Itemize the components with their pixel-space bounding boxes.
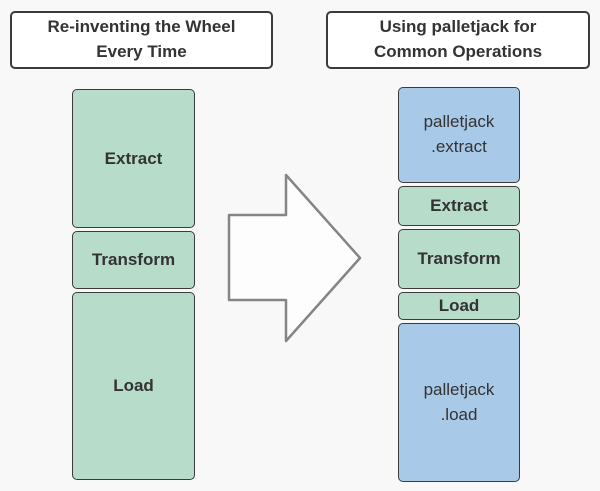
right-title-text: Using palletjack for Common Operations [373, 17, 543, 61]
left-box-load: Load [72, 292, 195, 480]
left-title-text: Re-inventing the Wheel Every Time [47, 17, 236, 61]
left-box-load-label: Load [113, 376, 154, 395]
right-box-palletjack-extract-label: palletjack .extract [423, 112, 495, 156]
right-title-box: Using palletjack for Common Operations [326, 11, 590, 69]
right-box-extract: Extract [398, 186, 520, 226]
right-box-extract-label: Extract [430, 196, 488, 215]
right-box-load-label: Load [438, 296, 480, 315]
right-box-load: Load [398, 292, 520, 320]
left-box-transform: Transform [72, 231, 195, 289]
right-box-transform: Transform [398, 229, 520, 289]
right-box-palletjack-load: palletjack .load [398, 323, 520, 482]
left-box-extract-label: Extract [104, 148, 163, 168]
right-column: palletjack .extract Extract Transform Lo… [398, 87, 520, 482]
right-box-palletjack-extract: palletjack .extract [398, 87, 520, 183]
left-column: Extract Transform Load [72, 89, 195, 480]
right-box-transform-label: Transform [417, 249, 501, 268]
left-title-box: Re-inventing the Wheel Every Time [10, 11, 273, 69]
right-arrow-icon [227, 173, 362, 343]
left-box-transform-label: Transform [91, 250, 176, 269]
right-box-palletjack-load-label: palletjack .load [423, 379, 495, 424]
left-box-extract: Extract [72, 89, 195, 228]
